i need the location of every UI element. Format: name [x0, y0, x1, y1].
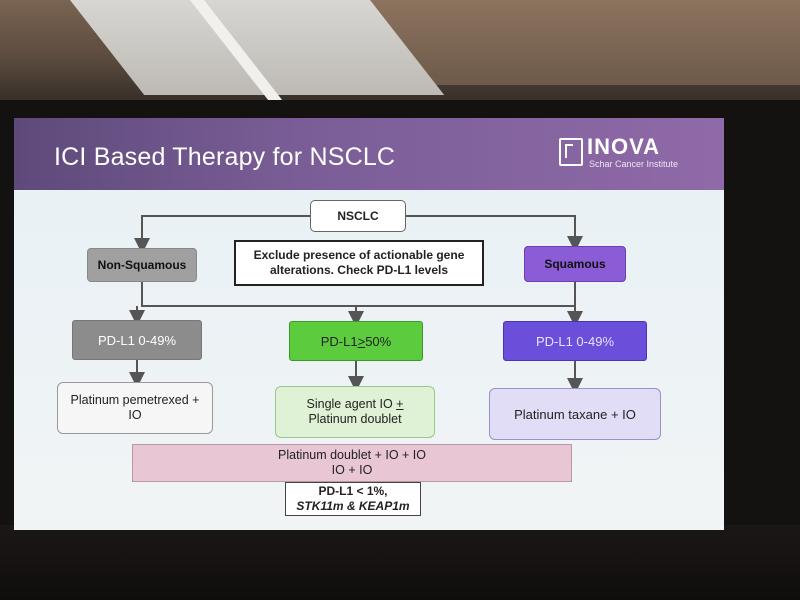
treatment-right-node: Platinum taxane + IO: [489, 388, 661, 440]
pdl1-high-suffix: 50%: [365, 333, 392, 349]
slide-body: NSCLC Non-Squamous Exclude presence of a…: [14, 190, 724, 530]
pdl1-right-node: PD-L1 0-49%: [503, 321, 647, 361]
logo-name: INOVA: [587, 134, 661, 159]
inova-logo-icon: [559, 138, 583, 166]
squamous-node: Squamous: [524, 246, 626, 282]
connector-root-right: [406, 215, 583, 252]
pdl1-high-node: PD-L1 > 50%: [289, 321, 423, 361]
connector-root-left: [134, 215, 310, 254]
slide-header: ICI Based Therapy for NSCLC INOVA Schar …: [14, 118, 724, 190]
flowchart-connectors: [129, 215, 583, 394]
treatment-mid-line1: Single agent IO: [306, 397, 397, 411]
projection-screen: ICI Based Therapy for NSCLC INOVA Schar …: [14, 118, 724, 530]
low-pdl1-node: PD-L1 < 1%, STK11m & KEAP1m: [285, 482, 421, 516]
combination-line1: Platinum doublet + IO + IO: [278, 448, 426, 462]
treatment-left-node: Platinum pemetrexed + IO: [57, 382, 213, 434]
gte-symbol: >: [357, 333, 366, 349]
lower-wall: [0, 525, 800, 600]
non-squamous-node: Non-Squamous: [87, 248, 197, 282]
logo-subtitle: Schar Cancer Institute: [589, 159, 679, 169]
plus-minus-symbol: +: [396, 397, 404, 411]
low-pdl1-line2: STK11m & KEAP1m: [296, 499, 410, 513]
instruction-node: Exclude presence of actionable gene alte…: [234, 240, 484, 286]
treatment-mid-line2: Platinum doublet: [308, 412, 402, 426]
slide-title: ICI Based Therapy for NSCLC: [54, 143, 396, 171]
treatment-left-line2: IO: [128, 408, 142, 422]
treatment-mid-node: Single agent IO + Platinum doublet: [275, 386, 435, 438]
nsclc-node: NSCLC: [310, 200, 406, 232]
pdl1-high-prefix: PD-L1: [320, 333, 358, 349]
pdl1-left-node: PD-L1 0-49%: [72, 320, 202, 360]
combination-line2: IO + IO: [331, 463, 373, 477]
treatment-left-line1: Platinum pemetrexed +: [70, 393, 200, 407]
combination-node: Platinum doublet + IO + IO IO + IO: [132, 444, 572, 482]
low-pdl1-line1: PD-L1 < 1%,: [318, 484, 388, 498]
connector-bus: [141, 282, 576, 307]
